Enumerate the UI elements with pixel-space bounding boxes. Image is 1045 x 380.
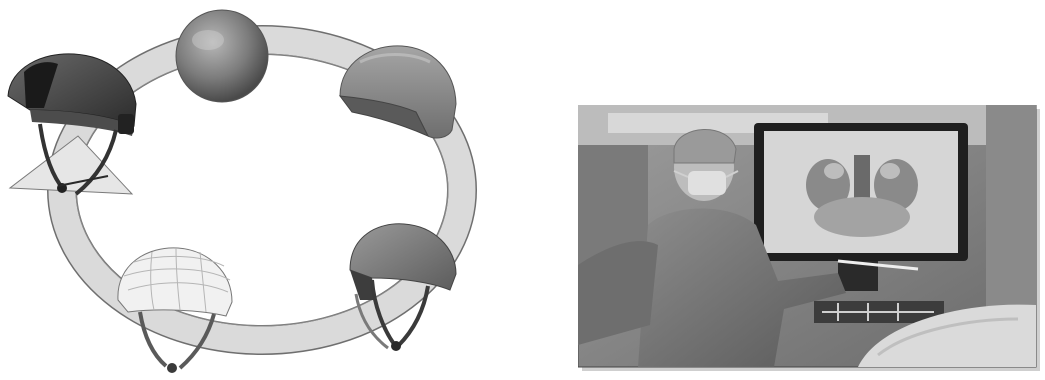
sphere-model <box>176 10 268 102</box>
helmet-display-mounted-model <box>8 54 136 194</box>
helmet-design-cycle-diagram <box>0 0 480 380</box>
helmet-shell-model <box>340 46 456 138</box>
surgeon-photo-svg <box>578 105 1042 373</box>
ct-scan-image <box>806 155 918 237</box>
helmet-mesh-wireframe-model <box>118 248 232 373</box>
helmet-cycle-svg <box>0 0 480 380</box>
surgeon-photo <box>578 105 1042 373</box>
